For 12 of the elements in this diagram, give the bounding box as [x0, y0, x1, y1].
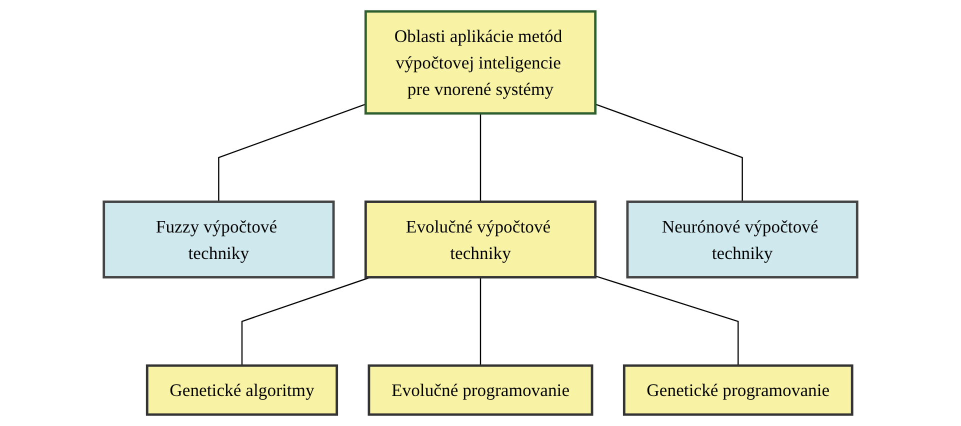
node-box: Evolučné výpočtové techniky — [364, 200, 597, 278]
connector — [595, 275, 739, 366]
node-box: Genetické programovanie — [622, 364, 854, 416]
connector — [480, 113, 482, 202]
connector — [480, 277, 482, 366]
node-box: Evolučné programovanie — [368, 364, 594, 416]
node-box: Oblasti aplikácie metód výpočtovej inteligencie pre vnorené systémy — [364, 10, 597, 115]
connector — [595, 104, 743, 202]
node-box: Neurónové výpočtové techniky — [626, 200, 858, 278]
node-box: Genetické algoritmy — [146, 364, 338, 416]
connector — [218, 104, 366, 202]
node-box: Fuzzy výpočtové techniky — [102, 200, 335, 278]
